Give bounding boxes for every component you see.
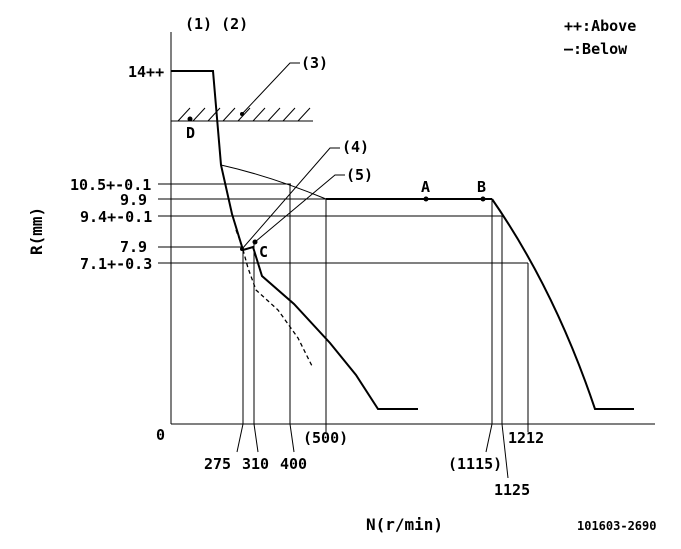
callout-5-label: (5) [346,166,373,184]
x-tick-1125: 1125 [494,481,530,499]
markers-top-label: (1) (2) [185,15,248,33]
x-leader-310 [253,423,259,453]
callout-4-leader [241,147,340,250]
y-tick-9-4: 9.4+-0.1 [80,208,152,226]
x-tick-310: 310 [242,455,269,473]
x-tick-1212: 1212 [508,429,544,447]
legend-above: ++:Above [564,17,636,35]
point-c-label: C [259,243,268,261]
dashed-curve [235,229,314,369]
main-curve [171,70,418,410]
point-a-dot [423,196,429,202]
y-axis-label: R(mm) [27,207,46,255]
figure-code: 101603-2690 [577,519,656,533]
x-tick-500: (500) [303,429,348,447]
callout-5-leader [254,174,345,243]
x-leader-1125 [501,423,509,479]
x-tick-1115: (1115) [448,455,502,473]
y-tick-10-5: 10.5+-0.1 [70,176,151,194]
y-tick-7-1: 7.1+-0.3 [80,255,152,273]
x-tick-275: 275 [204,455,231,473]
droop-curve [491,198,634,410]
y-tick-9-9: 9.9 [120,191,147,209]
y-tick-14: 14++ [128,63,164,81]
callout-3-leader [241,62,300,115]
x-axis-label: N(r/min) [366,515,443,534]
stopper-hatch [171,107,313,122]
point-d-label: D [186,124,195,142]
y-tick-7-9: 7.9 [120,238,147,256]
callout-3-label: (3) [301,54,328,72]
x-leader-400 [289,423,295,453]
x-leader-1115 [485,423,493,453]
point-b-label: B [477,178,486,196]
x-tick-400: 400 [280,455,307,473]
x-leader-275 [236,423,244,453]
point-a-label: A [421,178,430,196]
legend-below: —:Below [564,40,628,58]
point-b-dot [480,196,486,202]
point-d-dot [187,116,193,122]
callout-4-label: (4) [342,138,369,156]
origin-label: 0 [156,426,165,444]
rack-curve [220,164,327,200]
